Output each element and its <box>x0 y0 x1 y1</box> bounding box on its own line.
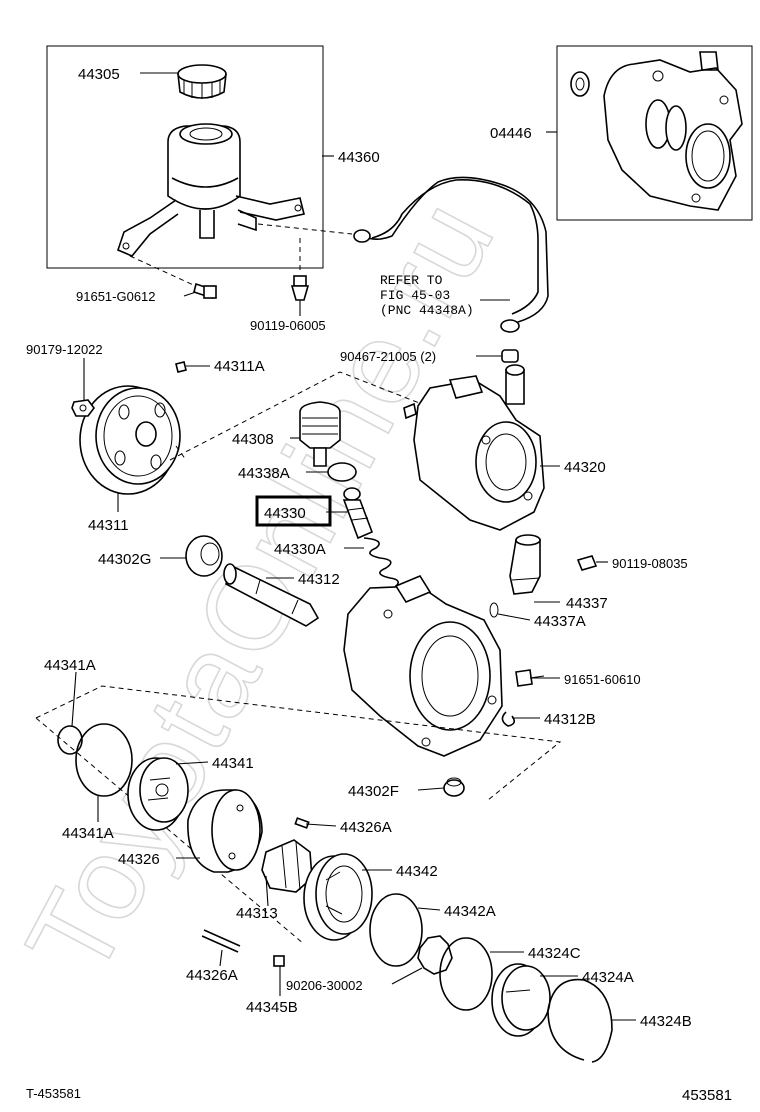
leader-dashed <box>257 223 353 235</box>
o-ring-44341A-bottom-part[interactable] <box>75 723 133 797</box>
part-label-44313[interactable]: 44313 <box>236 905 278 922</box>
illustration-id: T-453581 <box>26 1086 81 1101</box>
part-label-90119-06005[interactable]: 90119-06005 <box>250 318 326 333</box>
part-label-44337A[interactable]: 44337A <box>534 613 586 630</box>
vane-44326A-right-part[interactable] <box>294 817 310 829</box>
leader-dashed <box>35 685 562 945</box>
part-label-44302F[interactable]: 44302F <box>348 783 399 800</box>
o-ring-44342A-part[interactable] <box>369 893 423 967</box>
part-label-44345B[interactable]: 44345B <box>246 999 298 1016</box>
part-label-91651-60610[interactable]: 91651-60610 <box>564 672 641 687</box>
pulley-part[interactable] <box>79 385 181 495</box>
part-label-44341[interactable]: 44341 <box>212 755 254 772</box>
part-label-90119-08035[interactable]: 90119-08035 <box>612 556 688 571</box>
gasket-kit-frame <box>556 45 753 221</box>
part-label-44324A[interactable]: 44324A <box>582 969 634 986</box>
part-label-44330A[interactable]: 44330A <box>274 541 326 558</box>
part-label-44341A-bottom[interactable]: 44341A <box>62 825 114 842</box>
union-44308-part[interactable] <box>299 401 341 467</box>
valve-44330-part[interactable] <box>342 487 374 540</box>
o-ring-44337A-part[interactable] <box>489 602 499 618</box>
gasket-kit-part[interactable] <box>570 51 743 211</box>
wave-spring-90206-30002-part[interactable] <box>417 935 453 975</box>
plug-44302F-part[interactable] <box>443 777 465 797</box>
part-label-44312B[interactable]: 44312B <box>544 711 596 728</box>
snap-ring-44312B-part[interactable] <box>501 711 516 727</box>
part-label-90206-30002[interactable]: 90206-30002 <box>286 978 363 993</box>
rotor-44313-part[interactable] <box>261 839 313 893</box>
part-label-04446[interactable]: 04446 <box>490 125 532 142</box>
part-label-44311A[interactable]: 44311A <box>214 358 265 375</box>
key-44311A-part[interactable] <box>175 361 187 373</box>
part-label-44308[interactable]: 44308 <box>232 431 274 448</box>
refer-note-line2: FIG 45-03 <box>380 288 450 303</box>
refer-note-line1: REFER TO <box>380 273 443 288</box>
bolt-90119-08035-part[interactable] <box>576 555 598 571</box>
highlight-box-44330 <box>255 495 332 527</box>
part-label-90179-12022[interactable]: 90179-12022 <box>26 342 103 357</box>
pump-front-housing-part[interactable] <box>403 364 545 531</box>
reservoir-cap-part[interactable] <box>177 64 227 99</box>
snap-ring-44324B-part[interactable] <box>547 978 613 1063</box>
end-cover-44324A-part[interactable] <box>491 963 551 1037</box>
leader-dashed <box>129 255 201 289</box>
shaft-44312-part[interactable] <box>223 563 320 627</box>
leader-lines <box>71 72 636 1021</box>
part-label-44312[interactable]: 44312 <box>298 571 340 588</box>
part-label-44324C[interactable]: 44324C <box>528 945 581 962</box>
reservoir-group-frame <box>46 45 324 269</box>
cam-ring-44326-part[interactable] <box>187 789 263 873</box>
rear-plate-44342-part[interactable] <box>303 853 373 941</box>
part-label-44326A-right[interactable]: 44326A <box>340 819 392 836</box>
part-label-44338A[interactable]: 44338A <box>238 465 290 482</box>
reservoir-tank-part[interactable] <box>117 123 305 257</box>
bolt-90119-06005-part[interactable] <box>290 275 310 301</box>
leader-dashed <box>169 371 433 461</box>
part-label-44341A-top[interactable]: 44341A <box>44 657 96 674</box>
union-44337-part[interactable] <box>509 534 541 595</box>
o-ring-44341A-top-part[interactable] <box>57 725 83 755</box>
part-label-44330[interactable]: 44330 <box>264 505 306 522</box>
bearing-44302G-part[interactable] <box>185 535 223 577</box>
part-label-44326A-left[interactable]: 44326A <box>186 967 238 984</box>
nut-90179-12022-part[interactable] <box>71 399 95 417</box>
part-label-44324B[interactable]: 44324B <box>640 1013 692 1030</box>
vane-44326A-left-part[interactable] <box>201 929 241 953</box>
figure-number: 453581 <box>682 1087 732 1104</box>
o-ring-44324C-part[interactable] <box>439 937 493 1011</box>
refer-note-line3: (PNC 44348A) <box>380 303 474 318</box>
o-ring-44338A-part[interactable] <box>327 462 357 482</box>
bolt-91651-G0612-part[interactable] <box>193 282 217 300</box>
part-label-44326[interactable]: 44326 <box>118 851 160 868</box>
part-label-44305[interactable]: 44305 <box>78 66 120 83</box>
return-hose-part[interactable] <box>353 176 549 333</box>
part-label-44337[interactable]: 44337 <box>566 595 608 612</box>
pump-body-part[interactable] <box>343 575 503 757</box>
part-label-44342A[interactable]: 44342A <box>444 903 496 920</box>
side-plate-44341-part[interactable] <box>127 757 189 831</box>
part-label-44320[interactable]: 44320 <box>564 459 606 476</box>
part-label-44360[interactable]: 44360 <box>338 149 380 166</box>
part-label-90467-21005[interactable]: 90467-21005 (2) <box>340 349 436 364</box>
spring-44330A-part[interactable] <box>363 537 399 589</box>
part-label-44311[interactable]: 44311 <box>88 517 129 534</box>
pin-44345B-part[interactable] <box>273 955 285 967</box>
part-label-91651-G0612[interactable]: 91651-G0612 <box>76 289 156 304</box>
part-label-44342[interactable]: 44342 <box>396 863 438 880</box>
part-label-44302G[interactable]: 44302G <box>98 551 151 568</box>
clip-90467-21005-part[interactable] <box>501 349 519 363</box>
